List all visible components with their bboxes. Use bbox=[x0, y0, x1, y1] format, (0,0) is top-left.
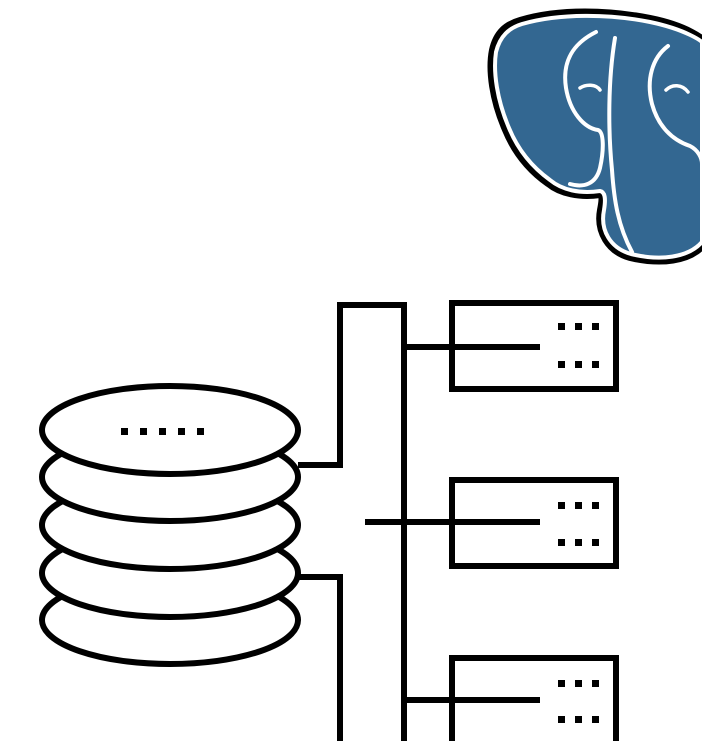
bus-lower-connector bbox=[298, 574, 343, 741]
elephant-left-eye bbox=[578, 83, 602, 92]
elephant-left-ear-line bbox=[563, 30, 605, 188]
database-top-disk bbox=[39, 383, 301, 477]
elephant-trunk-line bbox=[607, 36, 634, 254]
database-dots bbox=[121, 428, 204, 435]
elephant-right-ear-line bbox=[647, 44, 702, 166]
network-bus bbox=[298, 302, 540, 741]
database-stack-icon bbox=[39, 383, 301, 667]
bus-upper-connector bbox=[298, 302, 407, 741]
server-icon bbox=[449, 477, 619, 569]
server-icon bbox=[449, 300, 619, 392]
postgresql-elephant-logo-icon bbox=[487, 8, 702, 265]
server-icon bbox=[449, 655, 619, 741]
elephant-right-eye bbox=[664, 84, 690, 94]
